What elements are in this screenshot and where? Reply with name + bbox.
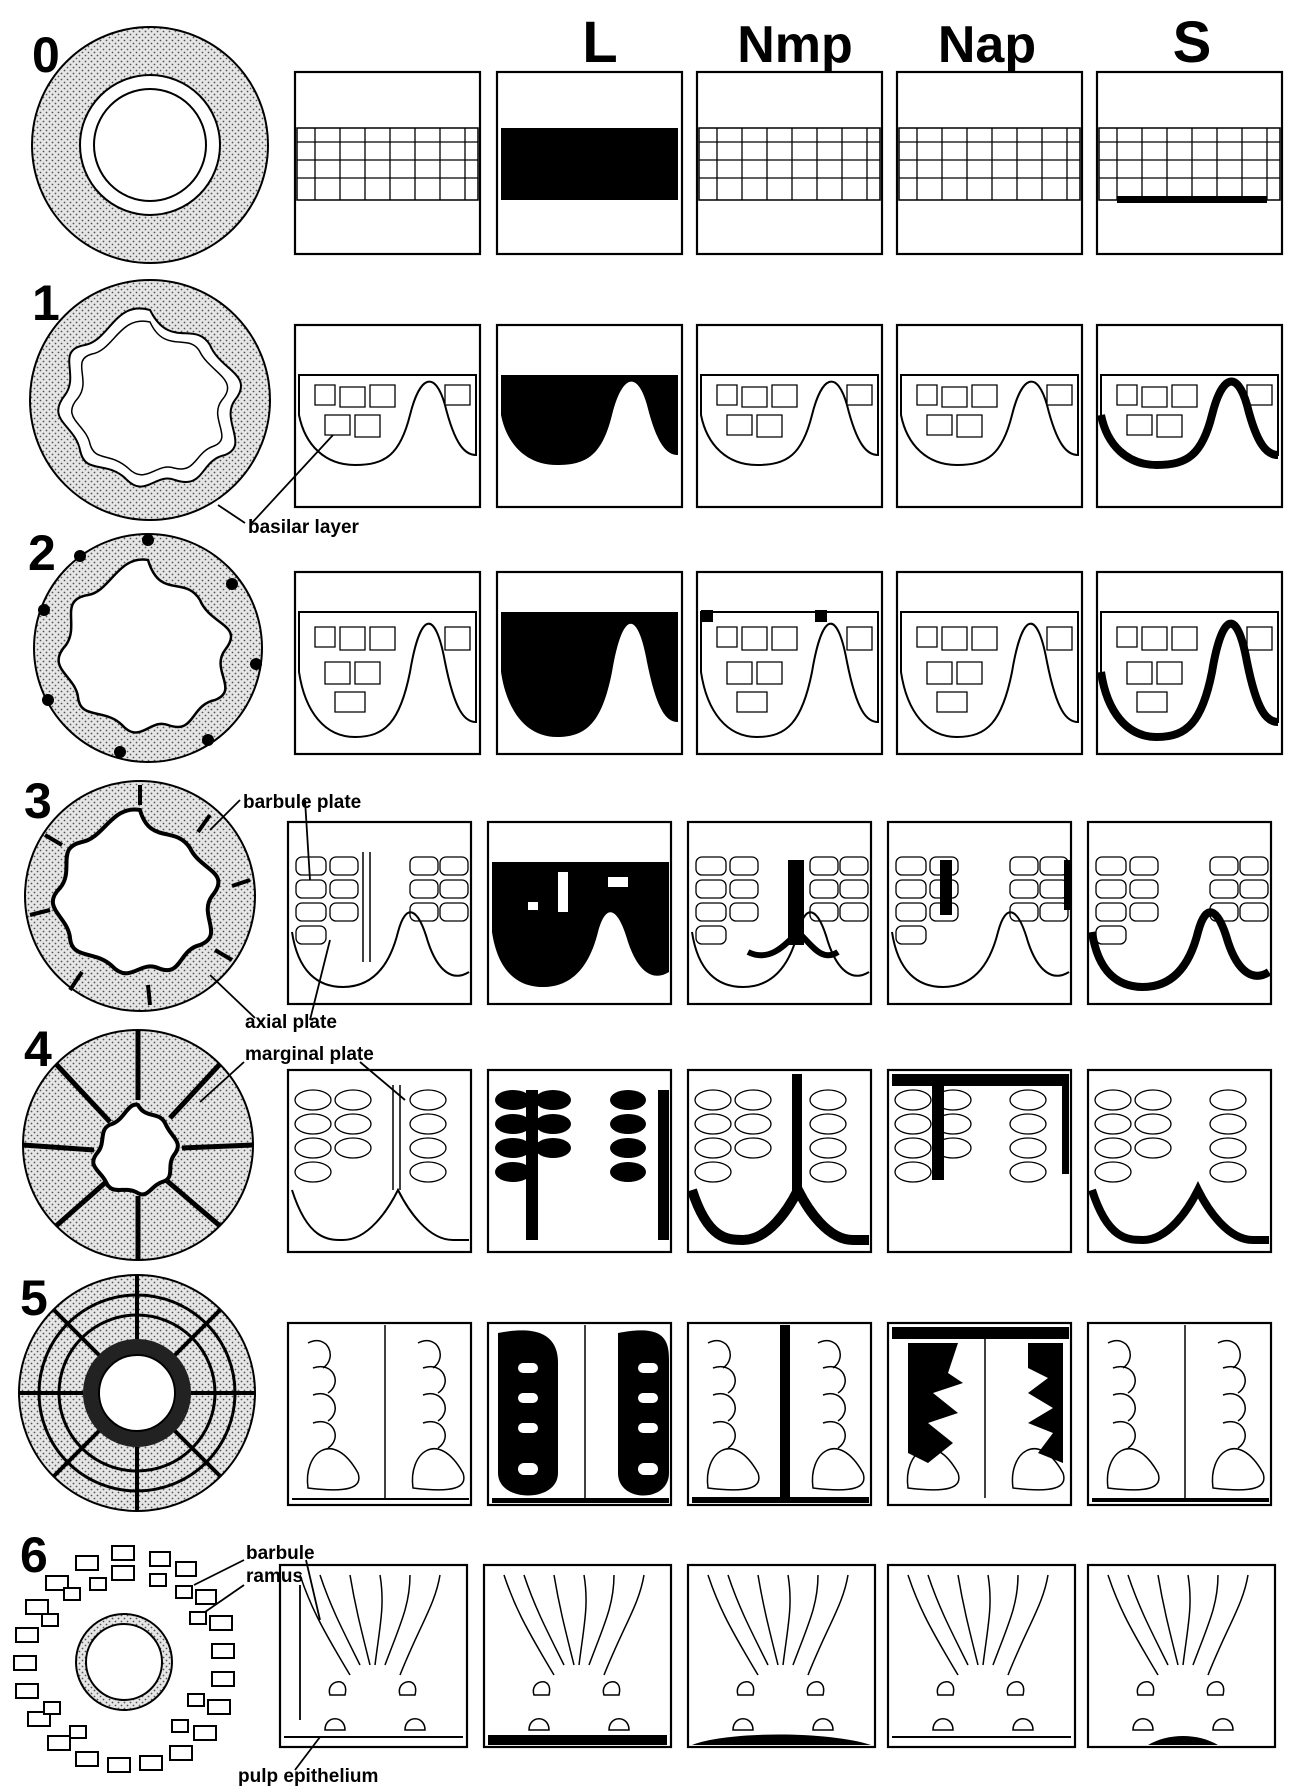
label-ramus: ramus — [246, 1566, 303, 1587]
column-heading-s: S — [1173, 10, 1212, 75]
stage-6-panels — [280, 1565, 1275, 1747]
cross-section-3 — [25, 781, 255, 1011]
label-basilar-layer: basilar layer — [248, 517, 360, 538]
label-marginal-plate: marginal plate — [245, 1044, 374, 1065]
stage-3-panels — [288, 822, 1271, 1004]
stage-number-1: 1 — [32, 275, 60, 331]
stage-2-panels — [295, 572, 1282, 754]
cross-section-1 — [30, 280, 270, 520]
cross-section-4 — [23, 1030, 253, 1260]
stage-1-panels — [295, 325, 1282, 507]
stage-number-2: 2 — [28, 525, 56, 581]
stage-5-panels — [288, 1323, 1271, 1505]
stage-0-panels — [295, 72, 1282, 254]
stage-number-5: 5 — [20, 1270, 48, 1326]
label-axial-plate: axial plate — [245, 1012, 337, 1033]
stage-number-3: 3 — [24, 773, 52, 829]
column-heading-nmp: Nmp — [737, 16, 853, 74]
cross-section-2 — [34, 534, 262, 762]
cross-section-5 — [19, 1275, 255, 1511]
column-headings: L Nmp Nap S — [582, 10, 1211, 75]
stage-number-4: 4 — [24, 1021, 52, 1077]
label-barbule-plate: barbule plate — [243, 792, 361, 813]
stage-4-panels — [288, 1070, 1271, 1252]
column-heading-nap: Nap — [938, 16, 1036, 74]
label-barbule: barbule — [246, 1543, 315, 1564]
cross-section-0 — [32, 27, 268, 263]
stage-number-6: 6 — [20, 1527, 48, 1583]
label-pulp-epithelium: pulp epithelium — [238, 1766, 378, 1787]
cross-section-6 — [14, 1546, 234, 1772]
column-heading-l: L — [582, 10, 617, 75]
